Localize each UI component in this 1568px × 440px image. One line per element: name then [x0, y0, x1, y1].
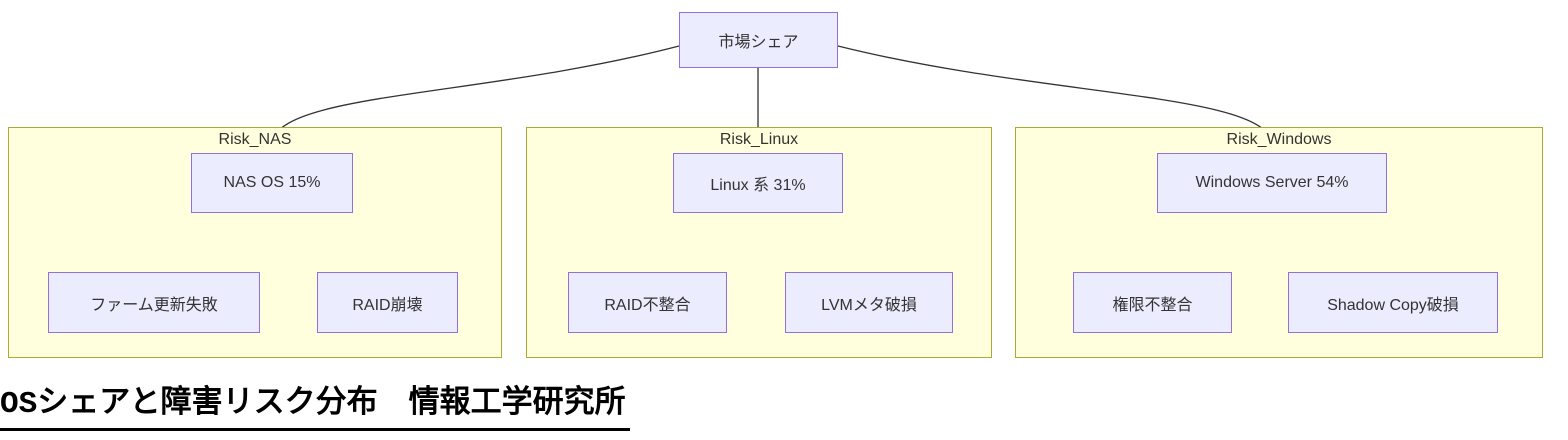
node-permission-inconsistency: 権限不整合 [1073, 272, 1232, 333]
node-linux: Linux 系 31% [673, 153, 843, 213]
edge-root-to-nas [266, 45, 680, 148]
edge-root-to-windows [837, 45, 1278, 148]
node-firmware-update-failure: ファーム更新失敗 [48, 272, 260, 333]
node-windows-server: Windows Server 54% [1157, 153, 1387, 213]
node-nas-os: NAS OS 15% [191, 153, 353, 213]
node-shadow-copy-corruption: Shadow Copy破損 [1288, 272, 1498, 333]
cluster-label-risk-windows: Risk_Windows [1226, 131, 1332, 148]
node-raid-collapse: RAID崩壊 [317, 272, 458, 333]
diagram-title: OSシェアと障害リスク分布 情報工学研究所 [0, 386, 630, 431]
cluster-label-risk-linux: Risk_Linux [719, 131, 799, 148]
node-market-share: 市場シェア [679, 12, 838, 68]
node-lvm-meta-corruption: LVMメタ破損 [785, 272, 953, 333]
cluster-label-risk-nas: Risk_NAS [218, 131, 292, 148]
node-raid-inconsistency: RAID不整合 [568, 272, 727, 333]
